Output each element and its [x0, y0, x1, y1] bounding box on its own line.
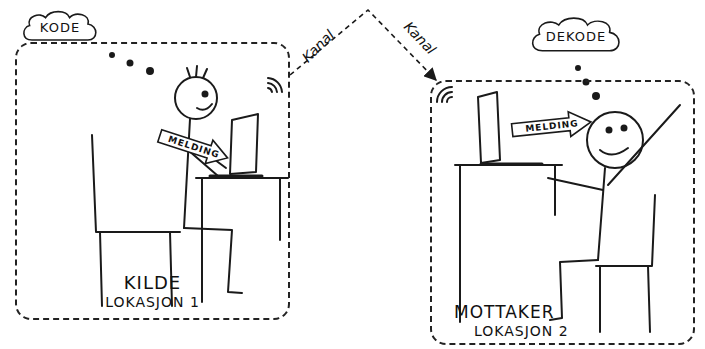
- thought-cloud: DEKODE: [528, 14, 624, 60]
- person-eye: [203, 92, 208, 97]
- location-frame: MOTTAKERLOKASJON 2 MELDING: [430, 80, 695, 345]
- person-mouth: [197, 104, 212, 110]
- thought-dot: [576, 66, 580, 70]
- table: [196, 178, 288, 302]
- person-head: [587, 112, 643, 168]
- laptop-screen: [230, 114, 258, 174]
- table: [455, 165, 562, 322]
- channel-label: Kanal: [401, 19, 439, 58]
- chair: [596, 195, 655, 332]
- thought-dot: [593, 93, 599, 99]
- cloud-text: KODE: [40, 21, 80, 36]
- channel-label: Kanal: [299, 27, 338, 66]
- laptop-screen: [478, 92, 500, 163]
- thought-dot: [110, 53, 114, 57]
- person-leg: [184, 228, 242, 293]
- person-mouth: [600, 148, 628, 155]
- location-label: LOKASJON 1: [105, 294, 200, 310]
- thought-dot: [128, 61, 133, 66]
- location-frame: KILDELOKASJON 1 MELDING: [15, 42, 290, 320]
- role-title: KILDE: [124, 273, 181, 294]
- person-leg: [550, 260, 598, 320]
- person-eye: [622, 126, 627, 131]
- laptop-base: [210, 175, 262, 178]
- wifi-symbol: [268, 78, 282, 92]
- cloud-text: DEKODE: [546, 30, 607, 45]
- person-hair: [187, 66, 207, 78]
- thought-dot: [147, 68, 153, 74]
- person-eye: [607, 128, 612, 133]
- person-body: [184, 119, 190, 228]
- location-label: LOKASJON 2: [474, 323, 569, 339]
- message-arrow: MELDING: [511, 109, 593, 143]
- person-body: [598, 168, 605, 260]
- role-title: MOTTAKER: [454, 303, 555, 323]
- wifi-symbol: [437, 87, 452, 102]
- person-head: [175, 77, 217, 119]
- laptop-base: [481, 163, 542, 166]
- message-arrow: MELDING: [156, 124, 233, 171]
